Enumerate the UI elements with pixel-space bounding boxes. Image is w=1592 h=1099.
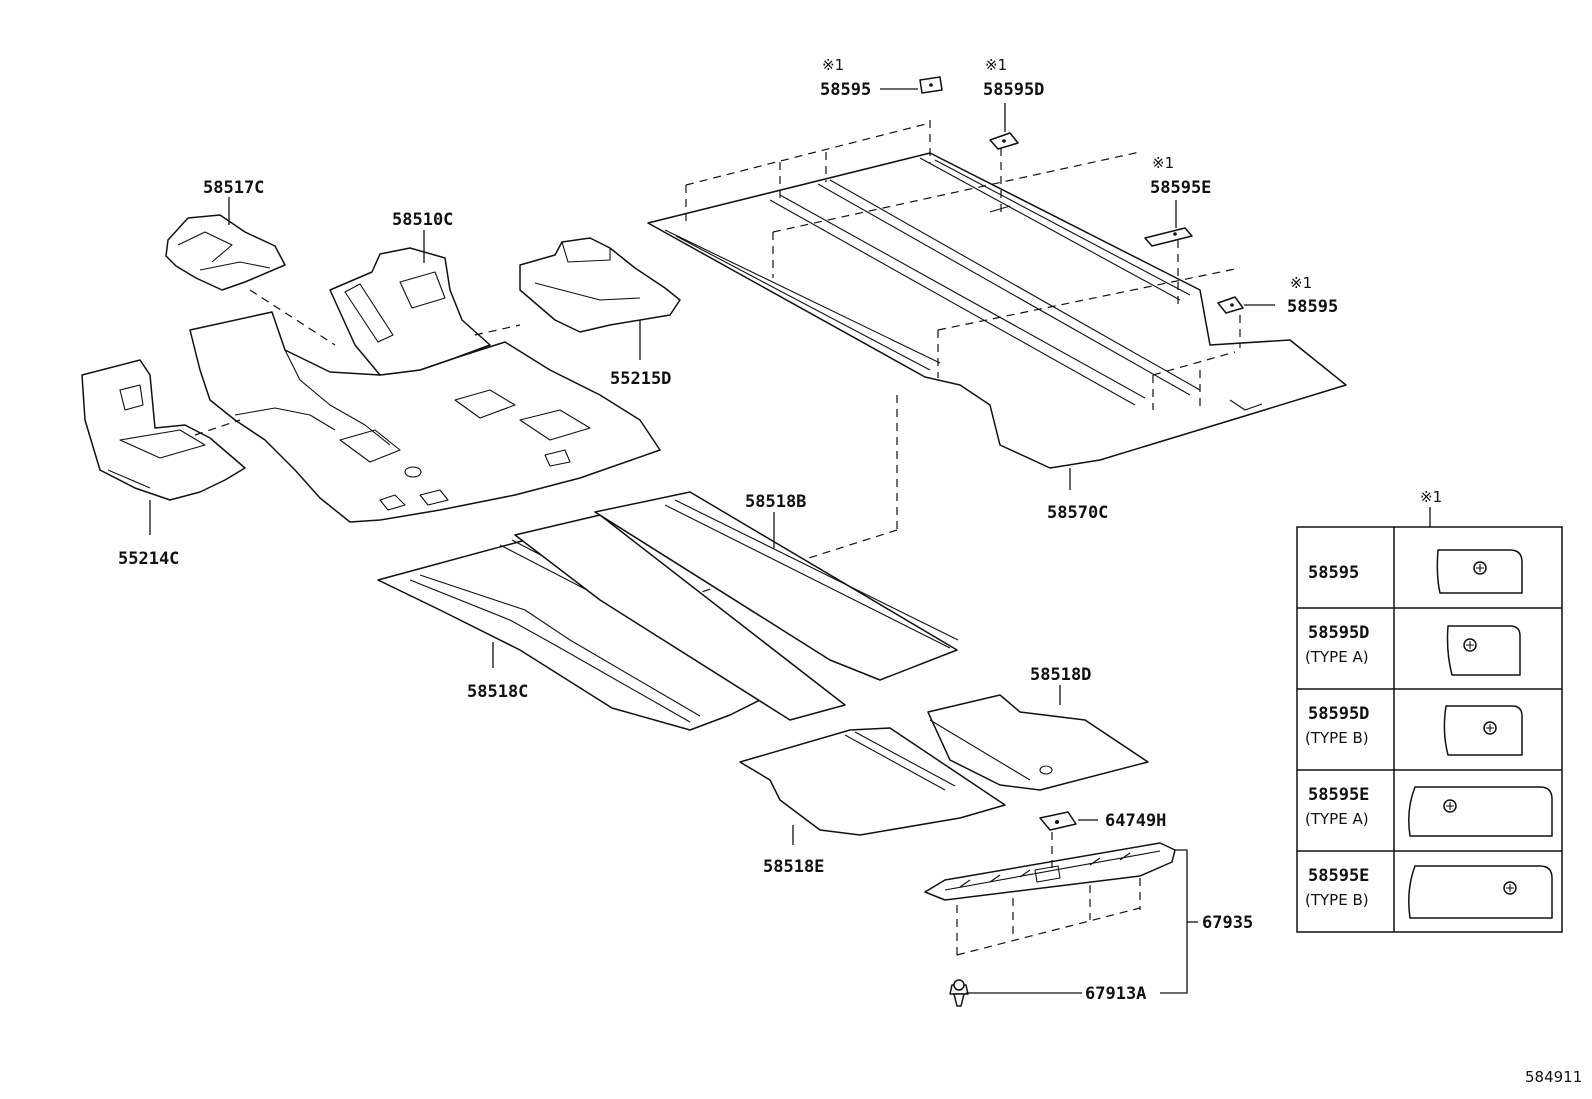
legend-row-4-part: 58595E: [1308, 785, 1369, 805]
part-55215d-shape[interactable]: [519, 237, 681, 333]
legend-row-1-pad-shape: [1436, 549, 1523, 594]
label-58518d[interactable]: 58518D: [1030, 665, 1091, 685]
legend-header-mark: ※1: [1420, 488, 1442, 506]
legend-row-1-part: 58595: [1308, 563, 1359, 583]
label-58510c[interactable]: 58510C: [392, 210, 453, 230]
legend-row-3-pad-shape: [1443, 705, 1523, 756]
label-58518c[interactable]: 58518C: [467, 682, 528, 702]
legend-row-3-type: (TYPE B): [1305, 729, 1369, 747]
legend-row-4-pad-shape: [1408, 786, 1553, 837]
scuff-plate-67935-shape[interactable]: [924, 842, 1176, 901]
label-67935[interactable]: 67935: [1202, 913, 1253, 933]
mat-58518d-shape[interactable]: [927, 694, 1149, 791]
label-58518e[interactable]: 58518E: [763, 857, 824, 877]
label-67913a[interactable]: 67913A: [1085, 984, 1146, 1004]
carpet-58570c-shape[interactable]: [647, 152, 1347, 469]
clip-67913a-shape[interactable]: [949, 979, 969, 1007]
note-mark-58595-top: ※1: [822, 56, 844, 74]
part-58517c-shape[interactable]: [165, 214, 286, 291]
legend-table: ※1 58595 58595D (TYPE A) 58595D (TYPE B): [1296, 488, 1563, 933]
clip-64749h-shape[interactable]: [1039, 811, 1077, 831]
legend-row-2-pad-shape: [1446, 625, 1521, 676]
label-58595-top[interactable]: 58595: [820, 80, 871, 100]
label-58595-right[interactable]: 58595: [1287, 297, 1338, 317]
mat-58518b-shape[interactable]: [514, 491, 959, 721]
part-58510c-shape[interactable]: [189, 247, 661, 523]
pad-58595-top-shape[interactable]: [919, 76, 943, 94]
label-64749h[interactable]: 64749H: [1105, 811, 1166, 831]
dashed-guides-scuff: [956, 832, 1141, 960]
legend-row-5-type: (TYPE B): [1305, 891, 1369, 909]
label-55215d[interactable]: 55215D: [610, 369, 671, 389]
note-mark-58595e-top: ※1: [1152, 154, 1174, 172]
note-mark-58595-right: ※1: [1290, 274, 1312, 292]
label-58595e-top[interactable]: 58595E: [1150, 178, 1211, 198]
diagram-id-code: 584911: [1525, 1068, 1582, 1086]
leader-lines: [149, 88, 1275, 994]
label-58595d-top[interactable]: 58595D: [983, 80, 1044, 100]
dashed-guides-top: [685, 120, 1241, 410]
legend-row-3-part: 58595D: [1308, 704, 1369, 724]
legend-row-2-part: 58595D: [1308, 623, 1369, 643]
label-58570c[interactable]: 58570C: [1047, 503, 1108, 523]
label-58517c[interactable]: 58517C: [203, 178, 264, 198]
pad-58595-right-shape[interactable]: [1217, 296, 1244, 314]
label-55214c[interactable]: 55214C: [118, 549, 179, 569]
legend-row-2-type: (TYPE A): [1305, 648, 1369, 666]
mat-58518e-shape[interactable]: [739, 727, 1006, 836]
note-mark-58595d-top: ※1: [985, 56, 1007, 74]
part-55214c-shape[interactable]: [81, 359, 246, 501]
legend-row-5-part: 58595E: [1308, 866, 1369, 886]
legend-row-5-pad-shape: [1408, 865, 1553, 919]
pad-58595d-top-shape[interactable]: [989, 132, 1019, 150]
pad-58595e-top-shape[interactable]: [1144, 227, 1193, 247]
label-58518b[interactable]: 58518B: [745, 492, 806, 512]
legend-row-4-type: (TYPE A): [1305, 810, 1369, 828]
